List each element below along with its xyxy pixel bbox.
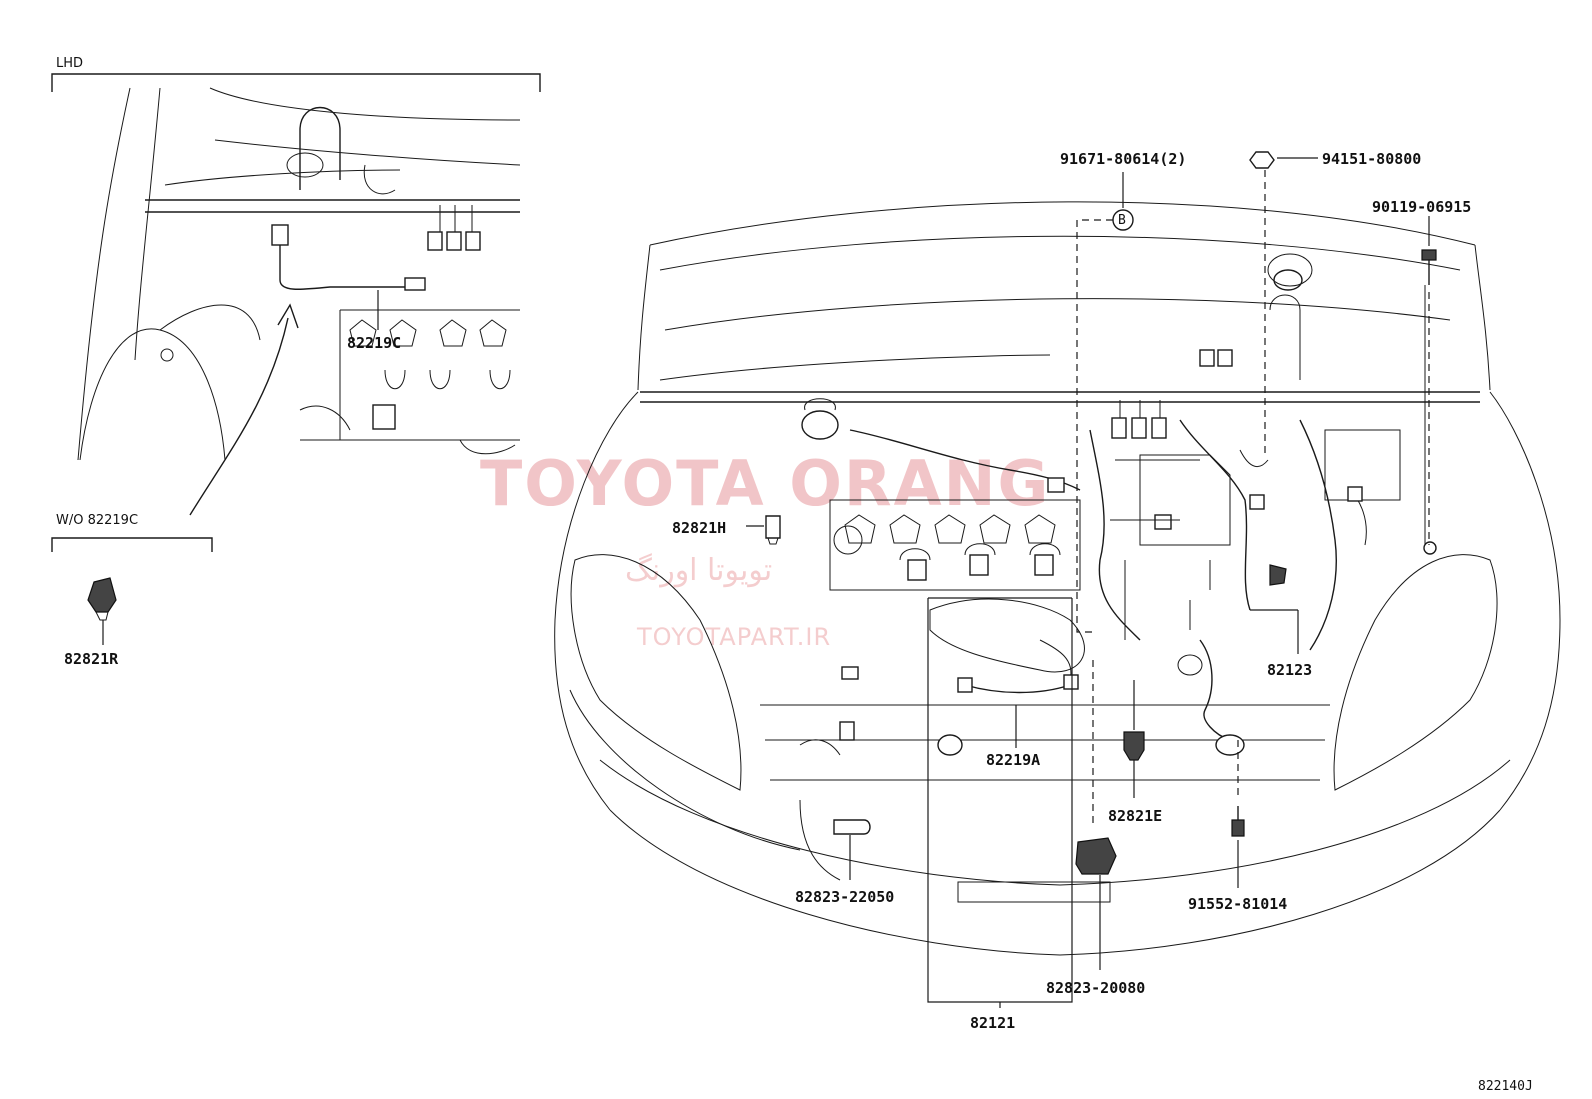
engine-valve-cover [833, 514, 1056, 555]
watermark: TOYOTA ORANG تویوتا اورنگ TOYOTAPART.IR [480, 447, 1050, 651]
callout-82821h: 82821H [672, 519, 726, 537]
callout-82219a: 82219A [986, 751, 1040, 769]
lhd-inset: LHD [51, 56, 541, 516]
callout-91552-81014: 91552-81014 [1188, 895, 1287, 913]
lhd-inset-header: LHD [56, 56, 83, 71]
callout-82123: 82123 [1267, 661, 1312, 679]
nut-94151-icon [1249, 151, 1275, 169]
wo-bracket [51, 537, 213, 552]
clamp-82821h-icon [765, 515, 781, 545]
main-view: 91671-80614(2) B 94151-80800 90119-06915… [554, 150, 1561, 1032]
wo-inset-header: W/O 82219C [56, 513, 138, 528]
watermark-site: TOYOTAPART.IR [636, 623, 831, 651]
callout-90119-06915: 90119-06915 [1372, 198, 1471, 216]
clamp-82821e-icon [1123, 731, 1145, 761]
callout-ref-b: B [1118, 213, 1126, 228]
watermark-brand: TOYOTA ORANG [480, 447, 1050, 520]
bracket-82823-20080-icon [1075, 837, 1117, 875]
callout-82821e: 82821E [1108, 807, 1162, 825]
wo-callout-82821r: 82821R [64, 650, 119, 668]
clamp-82821r-icon [87, 577, 117, 621]
callout-94151-80800: 94151-80800 [1322, 150, 1421, 168]
callout-82121: 82121 [970, 1014, 1015, 1032]
watermark-persian: تویوتا اورنگ [625, 553, 772, 588]
callout-82823-22050: 82823-22050 [795, 888, 894, 906]
lhd-bracket [51, 73, 541, 92]
bolt-90119-icon [1421, 249, 1437, 285]
lhd-callout-82219c: 82219C [347, 334, 401, 352]
callout-91671-80614: 91671-80614(2) [1060, 150, 1186, 168]
bolt-91552-icon [1231, 806, 1245, 837]
callout-82823-20080: 82823-20080 [1046, 979, 1145, 997]
figure-id: 822140J [1478, 1079, 1533, 1094]
bracket-82823-22050-icon [833, 819, 871, 835]
wo-inset: W/O 82219C 82821R [51, 513, 213, 668]
